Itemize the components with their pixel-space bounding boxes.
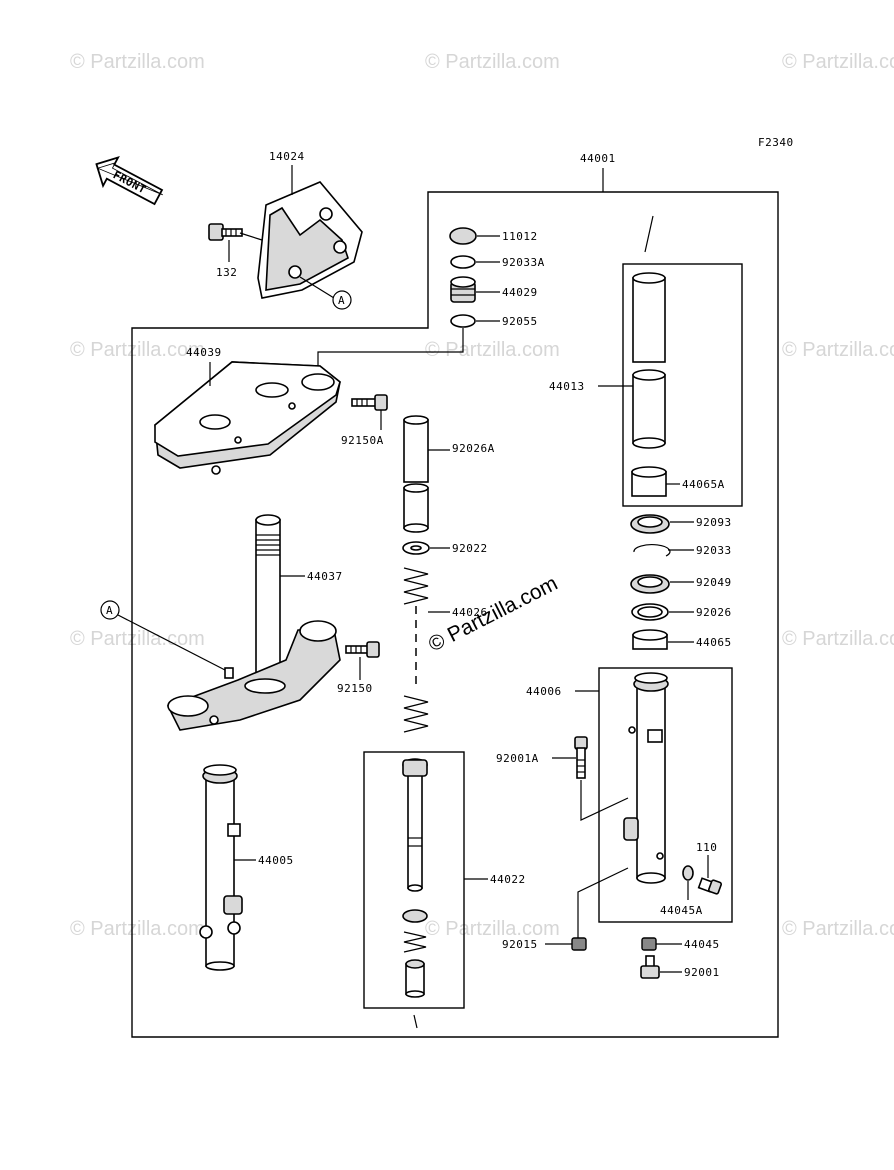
part-92015-washer xyxy=(571,937,587,951)
label-92026a: 92026A xyxy=(452,442,495,455)
callout-a-top xyxy=(332,290,352,310)
part-110-bolt xyxy=(697,877,722,895)
watermark: © Partzilla.com xyxy=(782,918,894,940)
part-92033a-ring xyxy=(450,255,476,269)
watermark: © Partzilla.com xyxy=(782,628,894,650)
part-44029-plug xyxy=(450,276,476,303)
watermark: © Partzilla.com xyxy=(70,51,205,73)
callout-a-letter: A xyxy=(106,604,113,617)
label-44013: 44013 xyxy=(549,380,585,393)
part-92026-washer xyxy=(631,603,669,621)
assembly-outline xyxy=(131,191,779,1038)
part-44065-bushing xyxy=(632,629,668,650)
watermark: © Partzilla.com xyxy=(782,51,894,73)
label-44026: 44026 xyxy=(452,606,488,619)
label-92150: 92150 xyxy=(337,682,373,695)
part-44022-damper-rod xyxy=(402,758,428,998)
label-110: 110 xyxy=(696,841,717,854)
part-44039-upper-bracket xyxy=(154,361,341,475)
part-14024-cover xyxy=(257,181,363,299)
subassembly-44013-outline xyxy=(622,263,743,507)
part-92026a-spacer xyxy=(403,415,429,533)
label-92033: 92033 xyxy=(696,544,732,557)
label-92026: 92026 xyxy=(696,606,732,619)
part-44005-outer-tube xyxy=(199,764,243,971)
part-92022-washer xyxy=(402,541,430,555)
label-92055: 92055 xyxy=(502,315,538,328)
part-92049-oil-seal xyxy=(630,574,670,594)
watermark: © Partzilla.com xyxy=(425,918,560,940)
label-44045: 44045 xyxy=(684,938,720,951)
subassembly-44022-outline xyxy=(363,751,465,1009)
label-44029: 44029 xyxy=(502,286,538,299)
label-92049: 92049 xyxy=(696,576,732,589)
part-44006-outer-tube xyxy=(623,672,669,884)
watermark-group: © Partzilla.com © Partzilla.com © Partzi… xyxy=(70,51,894,940)
part-92001a-bolt xyxy=(574,736,588,779)
label-92015: 92015 xyxy=(502,938,538,951)
label-44001: 44001 xyxy=(580,152,616,165)
part-132-bolt xyxy=(208,223,243,241)
watermark: © Partzilla.com xyxy=(70,918,205,940)
part-92055-oring xyxy=(450,314,476,328)
label-44039: 44039 xyxy=(186,346,222,359)
part-92150a-bolt xyxy=(351,394,388,411)
label-44022: 44022 xyxy=(490,873,526,886)
label-44065a: 44065A xyxy=(682,478,725,491)
part-44037-steering-stem xyxy=(166,514,341,731)
label-92022: 92022 xyxy=(452,542,488,555)
label-14024: 14024 xyxy=(269,150,305,163)
subassembly-44006-outline xyxy=(598,667,733,923)
callout-a-letter: A xyxy=(338,294,345,307)
part-44065a-bushing xyxy=(631,466,667,497)
part-92093-dust-seal xyxy=(630,514,670,534)
label-44005: 44005 xyxy=(258,854,294,867)
part-44013-inner-tube xyxy=(632,272,666,449)
label-44006: 44006 xyxy=(526,685,562,698)
label-44037: 44037 xyxy=(307,570,343,583)
figure-code: F2340 xyxy=(758,136,794,149)
label-92033a: 92033A xyxy=(502,256,545,269)
part-44026-spring xyxy=(403,567,429,733)
label-92001: 92001 xyxy=(684,966,720,979)
label-132: 132 xyxy=(216,266,237,279)
watermark: © Partzilla.com xyxy=(70,628,205,650)
part-11012-cap xyxy=(449,227,477,245)
watermark: © Partzilla.com xyxy=(425,339,560,361)
label-92093: 92093 xyxy=(696,516,732,529)
callout-a-bottom xyxy=(100,600,120,620)
label-92001a: 92001A xyxy=(496,752,539,765)
part-44045-gasket xyxy=(641,937,657,951)
label-44045a: 44045A xyxy=(660,904,703,917)
label-44065: 44065 xyxy=(696,636,732,649)
label-11012: 11012 xyxy=(502,230,538,243)
part-92001-bolt xyxy=(640,955,660,979)
watermark: © Partzilla.com xyxy=(425,51,560,73)
watermark: © Partzilla.com xyxy=(782,339,894,361)
part-92150-bolt xyxy=(345,641,380,658)
label-92150a: 92150A xyxy=(341,434,384,447)
part-92033-circlip xyxy=(633,544,671,557)
front-arrow-icon: FRONT xyxy=(95,156,164,206)
part-44045a-washer xyxy=(682,865,694,881)
watermark: © Partzilla.com xyxy=(70,339,205,361)
watermark-main: © Partzilla.com xyxy=(425,572,562,657)
